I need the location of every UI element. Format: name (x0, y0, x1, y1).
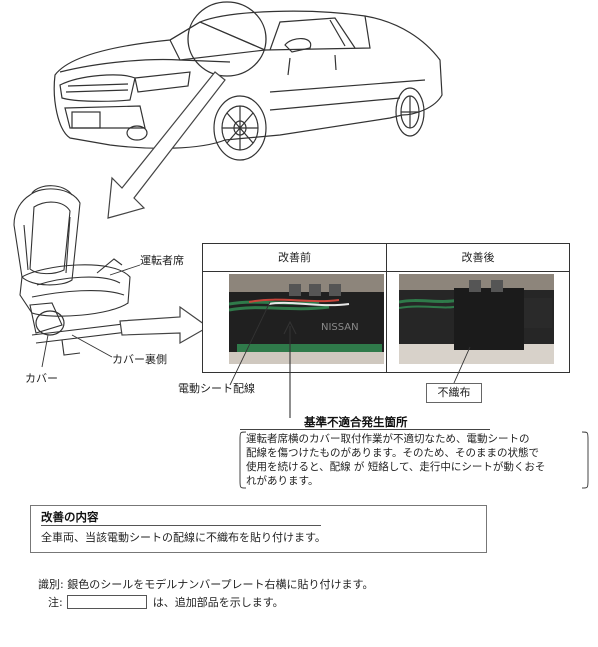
cover-back-label: カバー裏側 (112, 353, 167, 366)
table-divider (386, 244, 387, 372)
defect-line: 使用を続けると、配線 が 短絡して、走行中にシートが動くおそ (246, 461, 546, 473)
defect-line: 運転者席横のカバー取付作業が不適切なため、電動シートの (246, 433, 530, 445)
improvement-body: 全車両、当該電動シートの配線に不織布を貼り付けます。 (41, 529, 326, 545)
table-header-after: 改善後 (387, 244, 569, 272)
after-photo (399, 274, 554, 364)
identification-line: 識別: 銀色のシールをモデルナンバープレート右横に貼り付けます。 (38, 578, 374, 591)
defect-line: 配線を傷つけたものがあります。そのため、そのままの状態で (246, 447, 539, 459)
table-header-before: 改善前 (203, 244, 387, 272)
additional-part-sample-box (66, 595, 147, 609)
comparison-table: 改善前 改善後 NISSAN (202, 243, 570, 373)
nonwoven-label-box: 不織布 (426, 383, 482, 403)
cover-label: カバー (25, 372, 58, 385)
before-photo: NISSAN (229, 274, 384, 364)
callout-arrow-car-to-seat (107, 71, 226, 219)
car-illustration (53, 1, 443, 161)
defect-bracket-right (581, 431, 589, 489)
seat-illustration (13, 185, 141, 368)
before-label: 改善前 (278, 251, 311, 264)
defect-title: 基準不適合発生箇所 (304, 414, 408, 430)
improvement-body-text: 全車両、当該電動シートの配線に不織布を貼り付けます。 (41, 531, 326, 544)
defect-arrow (283, 320, 297, 418)
defect-bracket-left (239, 431, 247, 489)
improvement-box: 改善の内容 全車両、当該電動シートの配線に不織布を貼り付けます。 (30, 505, 487, 553)
defect-line: れがあります。 (246, 475, 319, 487)
note-row: 注: は、追加部品を示します。 (48, 594, 284, 610)
driver-seat-label: 運転者席 (140, 254, 184, 267)
callout-arrow-seat-to-photo (119, 305, 210, 345)
defect-title-text: 基準不適合発生箇所 (304, 415, 408, 429)
connector-brand-text: NISSAN (321, 322, 359, 333)
improvement-title: 改善の内容 (41, 509, 99, 525)
defect-title-underline (240, 429, 490, 430)
improvement-title-underline (41, 525, 321, 526)
wiring-leader-line (229, 301, 271, 386)
defect-description: 運転者席横のカバー取付作業が不適切なため、電動シートの 配線を傷つけたものがあり… (246, 432, 582, 488)
nonwoven-label: 不織布 (437, 386, 471, 399)
nonwoven-leader-line (453, 346, 471, 384)
note-prefix: 注: (48, 596, 63, 609)
note-suffix: は、追加部品を示します。 (152, 596, 284, 609)
improvement-title-text: 改善の内容 (41, 510, 99, 524)
after-label: 改善後 (461, 251, 495, 264)
identification-text: 識別: 銀色のシールをモデルナンバープレート右横に貼り付けます。 (38, 576, 373, 592)
power-seat-wiring-label: 電動シート配線 (178, 382, 255, 395)
